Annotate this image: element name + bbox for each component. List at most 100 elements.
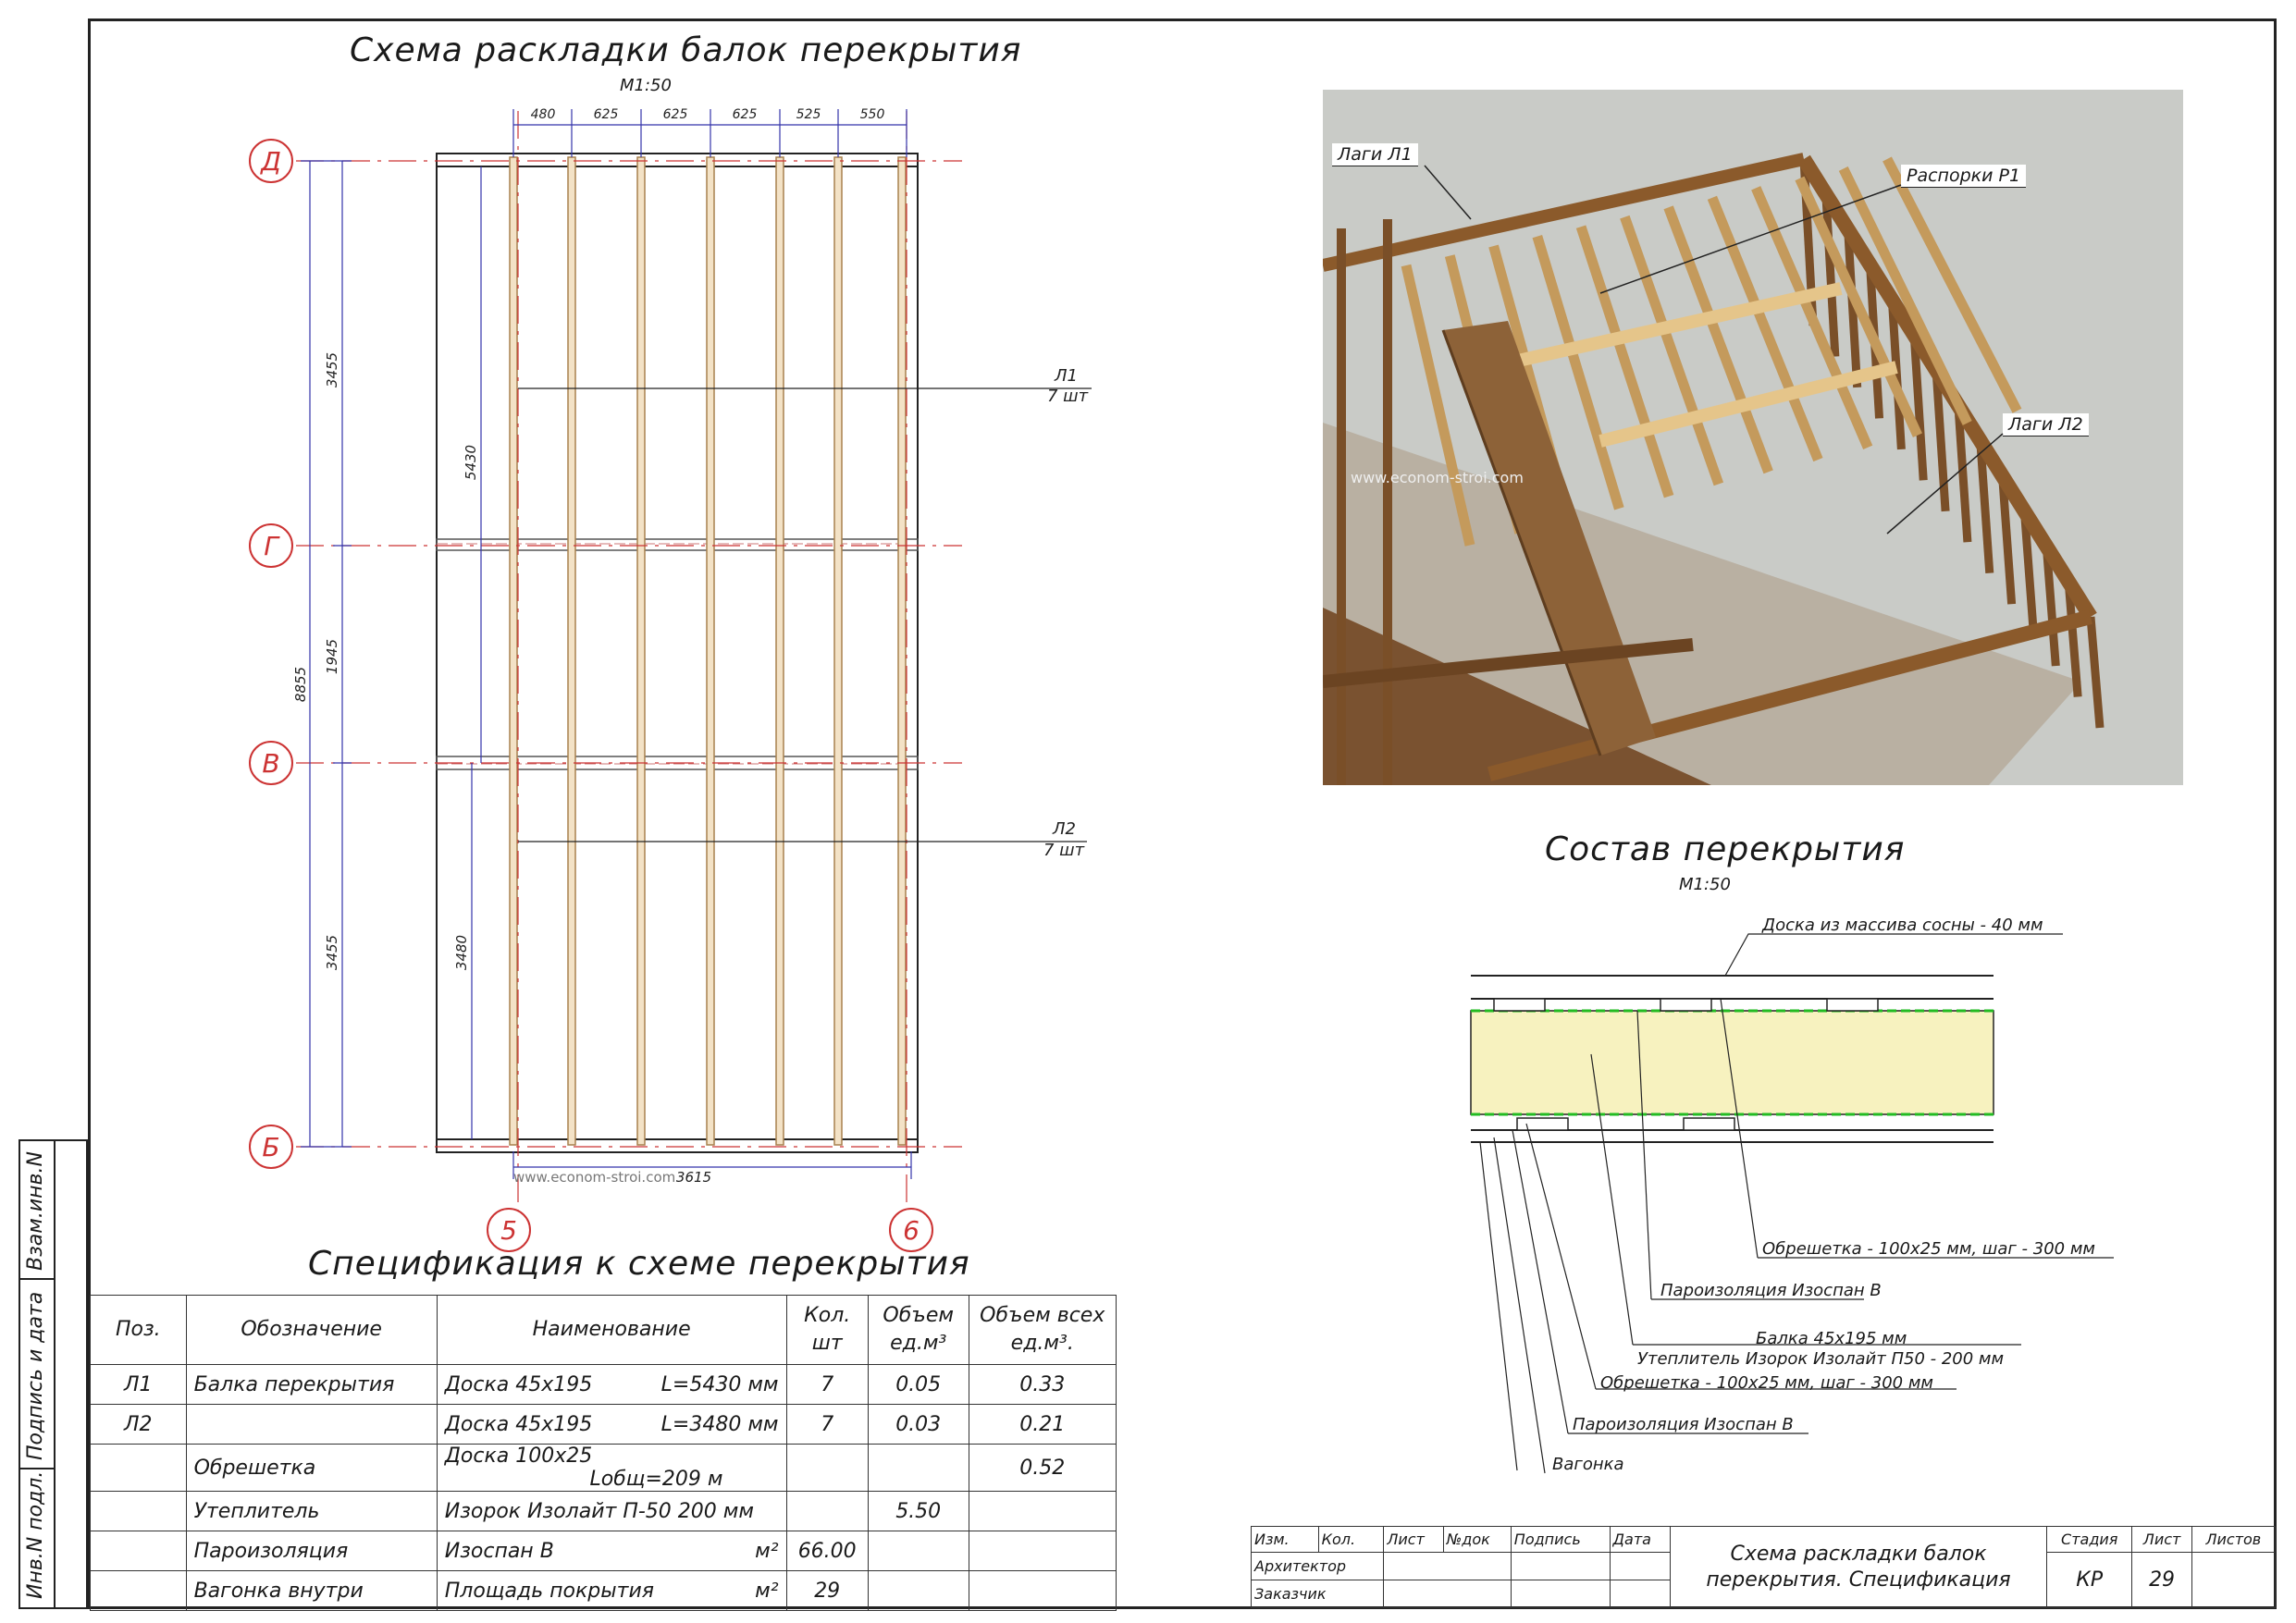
dim-left-3: 3455 (324, 935, 340, 970)
joist (567, 156, 576, 1146)
frame-3d-illustration (1323, 90, 2183, 785)
callout-p1: Распорки Р1 (1901, 165, 2027, 188)
plan-title: Схема раскладки балок перекрытия (350, 31, 1022, 69)
top-dim-6: 550 (860, 107, 885, 122)
top-wall (436, 153, 919, 167)
wall-stud (1976, 440, 1994, 574)
wall-stud (2019, 510, 2038, 635)
joist-3d (1882, 156, 2022, 413)
joist (706, 156, 715, 1146)
dim-left-1: 3455 (324, 352, 340, 387)
spec-header-row: Поз. Обозначение Наименование Кол.шт Объ… (90, 1295, 1117, 1365)
joist (897, 156, 907, 1146)
top-dim-2: 625 (594, 107, 619, 122)
wall-stud (1998, 475, 2017, 605)
dim-bottom: 3615 (676, 1169, 711, 1186)
dim-total: 8855 (292, 667, 309, 702)
side-replace-inv: Взам.инв.N (24, 1151, 47, 1271)
spec-row: Утеплитель Изорок Изолайт П-50 200 мм 5.… (90, 1491, 1117, 1531)
spec-title: Спецификация к схеме перекрытия (308, 1245, 970, 1283)
wall-stud (1844, 228, 1862, 388)
wall-stud (1887, 300, 1906, 450)
side-stamp-strip: Взам.инв.N Подпись и дата Инв.N подл. (19, 1139, 88, 1609)
joist (636, 156, 646, 1146)
sheets-total (2191, 1552, 2277, 1608)
callout-leaders (1424, 165, 2004, 535)
wall-stud (2064, 581, 2082, 697)
axis-g-label: Г (264, 531, 280, 561)
joist-3d (1838, 166, 1972, 425)
dim-inner-1: 5430 (463, 445, 479, 480)
wall-outline (436, 153, 919, 1153)
joist-3d (1663, 205, 1773, 474)
layer-insul-label: Утеплитель Изорок Изолайт П50 - 200 мм (1637, 1349, 2005, 1369)
floor-section (1470, 933, 2114, 1474)
wall-stud (2086, 616, 2105, 729)
layer-lath-top-label: Обрешетка - 100х25 мм, шаг - 300 мм (1762, 1239, 2096, 1259)
layer-beam-label: Балка 45х195 мм (1756, 1329, 1907, 1348)
leader-l1-qty: 7 шт (1047, 387, 1089, 406)
section-title: Состав перекрытия (1545, 830, 1906, 868)
frame-3d-view: www.econom-stroi.com (1323, 90, 2183, 785)
spec-table: Поз. Обозначение Наименование Кол.шт Объ… (90, 1295, 1117, 1611)
axis-v-bubble (249, 741, 293, 785)
joist (833, 156, 843, 1146)
layer-lath-bot-label: Обрешетка - 100х25 мм, шаг - 300 мм (1600, 1373, 1934, 1393)
wall-stud (1932, 370, 1950, 512)
side-inv-orig: Инв.N подл. (24, 1470, 47, 1599)
leader-l2-qty: 7 шт (1043, 841, 1085, 860)
axis-6-bubble (889, 1208, 933, 1252)
axis-b-label: Б (262, 1132, 279, 1162)
joist (775, 156, 784, 1146)
callout-l1: Лаги Л1 (1332, 143, 1418, 166)
axis-v-label: В (262, 748, 279, 779)
top-dim-3: 625 (663, 107, 688, 122)
wall-stud (1954, 405, 1972, 543)
wall-stud (2042, 546, 2060, 667)
layer-lining-label: Вагонка (1552, 1455, 1624, 1474)
joist-3d (1575, 225, 1674, 498)
joists (509, 156, 907, 1146)
joist-3d (1707, 195, 1823, 462)
axis-d-label: Д (259, 146, 281, 177)
dim-left-2: 1945 (324, 639, 340, 674)
joist-3d (1532, 235, 1624, 510)
layer-board-label: Доска из массива сосны - 40 мм (1762, 916, 2043, 935)
stage-value: КР (2045, 1552, 2133, 1608)
leader-l1-mark: Л1 (1054, 366, 1078, 386)
joist-3d (1795, 176, 1922, 437)
section-scale: М1:50 (1679, 875, 1731, 894)
joist-3d (1401, 264, 1475, 547)
wall-stud (1821, 193, 1840, 357)
wall-stud (1909, 335, 1928, 481)
joist-3d (1620, 215, 1724, 486)
leader-l2-mark: Л2 (1052, 819, 1076, 839)
photo-watermark: www.econom-stroi.com (1351, 469, 1524, 486)
side-sign-date: Подпись и дата (24, 1291, 47, 1460)
drawing-frame (88, 18, 2277, 1609)
bottom-wall (436, 1138, 919, 1153)
girder-g (436, 538, 919, 551)
axis-d-bubble (249, 139, 293, 183)
axis-6-label: 6 (903, 1215, 920, 1246)
beam-layout-plan: Д Г В Б 5 6 480 625 625 625 525 550 3455… (249, 107, 1092, 1252)
plan-watermark: www.econom-stroi.com (513, 1169, 675, 1186)
joist-3d (1751, 186, 1873, 450)
callout-l2: Лаги Л2 (2003, 413, 2089, 436)
insulation-layer (1470, 1010, 1994, 1115)
top-dim-1: 480 (531, 107, 556, 122)
axis-5-bubble (487, 1208, 531, 1252)
layer-vapor-top-label: Пароизоляция Изоспан В (1660, 1281, 1882, 1300)
top-dim-5: 525 (796, 107, 821, 122)
plan-scale: М1:50 (620, 76, 672, 95)
axis-5-label: 5 (500, 1215, 517, 1246)
sheet-number: 29 (2131, 1552, 2192, 1608)
joist (509, 156, 518, 1146)
sheet-title: Схема раскладки балок перекрытия. Специф… (1670, 1526, 2047, 1608)
